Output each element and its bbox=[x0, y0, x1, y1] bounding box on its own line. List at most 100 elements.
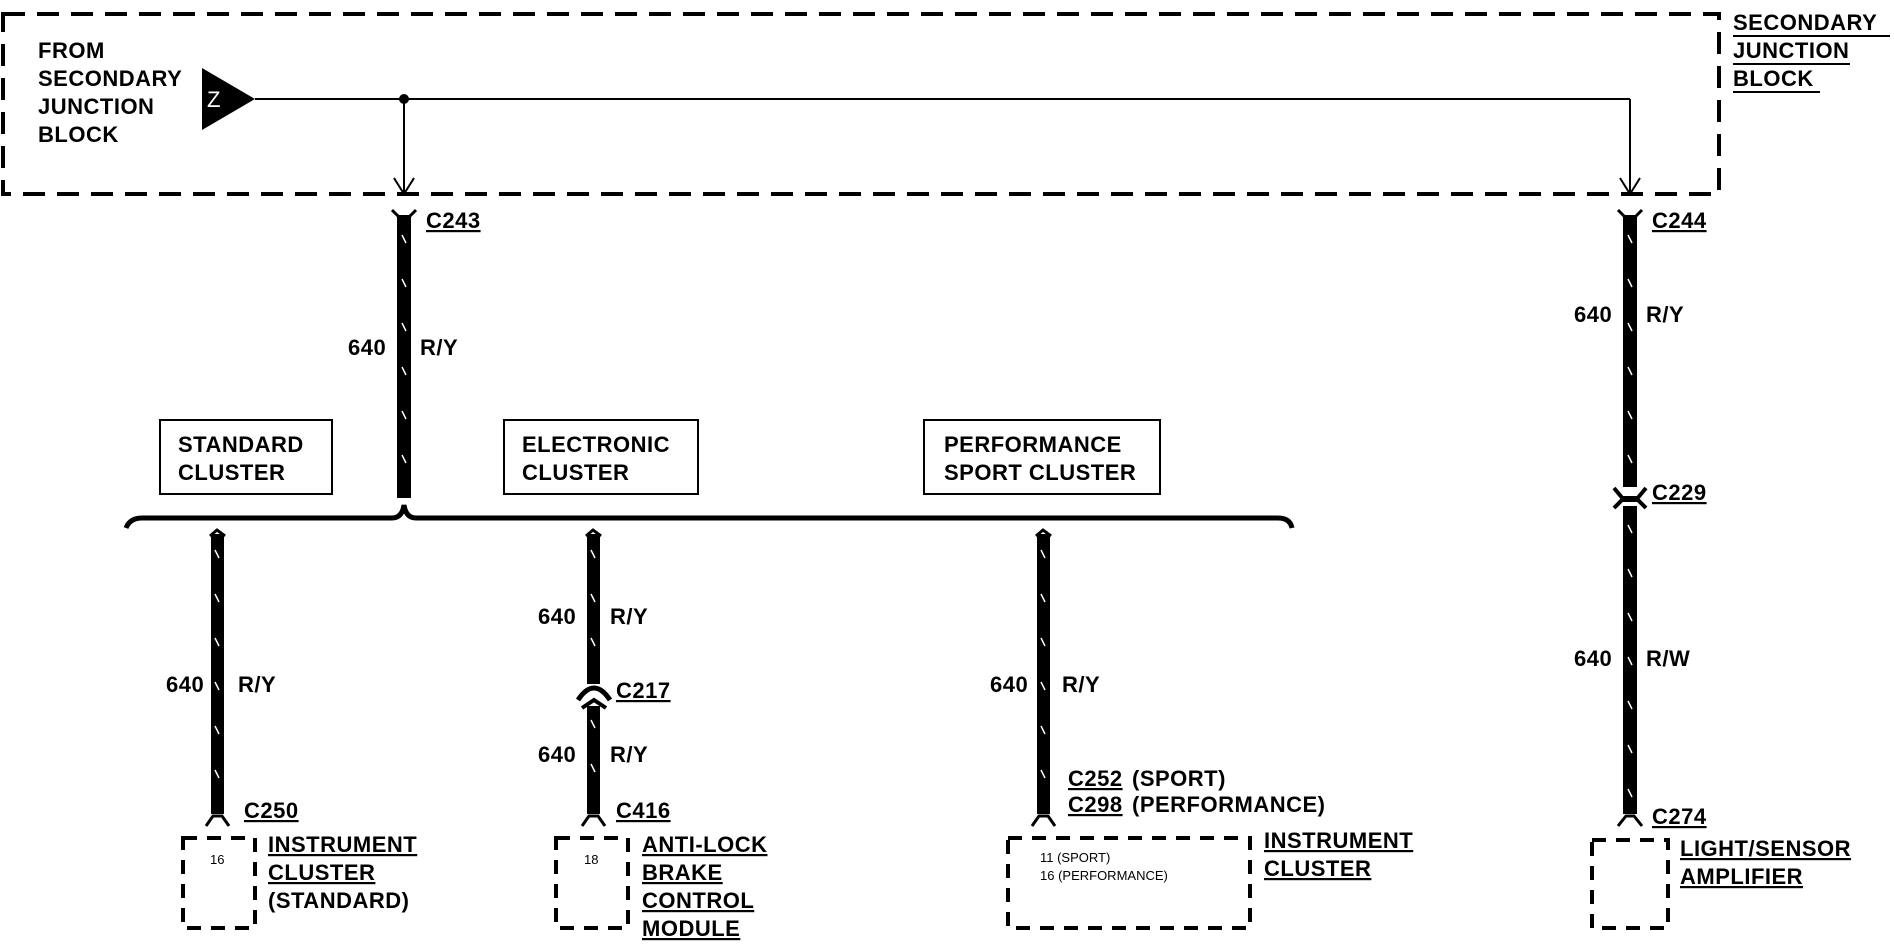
from-label-line-2: SECONDARY bbox=[38, 66, 182, 91]
component-std-name-3: (STANDARD) bbox=[268, 888, 409, 913]
option-box-standard bbox=[159, 419, 333, 495]
wire-main-circuit: 640 bbox=[348, 335, 386, 360]
wire-abs-lower-circuit: 640 bbox=[538, 742, 576, 767]
wire-tick bbox=[1040, 549, 1046, 559]
connector-c252-note: (SPORT) bbox=[1132, 766, 1226, 791]
wire-tick bbox=[1040, 769, 1046, 779]
component-perf-pin-2: 16 (PERFORMANCE) bbox=[1040, 868, 1168, 883]
component-std-name-2: CLUSTER bbox=[268, 860, 375, 885]
wire-tick bbox=[1627, 612, 1633, 622]
component-std-pin: 16 bbox=[210, 852, 224, 867]
wire-tick bbox=[214, 593, 220, 603]
connector-c274-label: C274 bbox=[1652, 804, 1707, 829]
wire-tick bbox=[401, 234, 407, 244]
wire-perf bbox=[1037, 534, 1050, 814]
wire-main bbox=[397, 215, 411, 498]
component-light-name-2: AMPLIFIER bbox=[1680, 864, 1803, 889]
wire-tick bbox=[214, 725, 220, 735]
wire-tick bbox=[1040, 593, 1046, 603]
component-box-performance bbox=[1006, 836, 1252, 930]
connector-c416-fork bbox=[580, 814, 607, 827]
wire-tick bbox=[401, 278, 407, 288]
connector-c217 bbox=[575, 685, 613, 702]
wire-tick bbox=[1627, 454, 1633, 464]
terminal-z-letter: Z bbox=[207, 87, 220, 112]
component-box-light-sensor bbox=[1590, 838, 1670, 930]
wire-std-circuit: 640 bbox=[166, 672, 204, 697]
option-performance-line-1: PERFORMANCE bbox=[944, 432, 1122, 457]
arrow-c244 bbox=[1619, 177, 1641, 196]
component-box-abs bbox=[554, 836, 630, 930]
right-label-line-3: BLOCK bbox=[1733, 66, 1814, 91]
component-abs-name-1: ANTI-LOCK bbox=[642, 832, 767, 857]
component-abs-name-4: MODULE bbox=[642, 916, 740, 941]
wire-tick bbox=[214, 637, 220, 647]
connector-c243-label: C243 bbox=[426, 208, 481, 233]
wire-tick bbox=[1040, 725, 1046, 735]
component-perf-name-1: INSTRUMENT bbox=[1264, 828, 1413, 853]
wire-tick bbox=[1040, 681, 1046, 691]
wire-tick bbox=[1627, 700, 1633, 710]
wire-tick bbox=[401, 322, 407, 332]
wire-right-lower-circuit: 640 bbox=[1574, 646, 1612, 671]
terminal-z-triangle bbox=[202, 68, 255, 130]
connector-c229-label: C229 bbox=[1652, 480, 1707, 505]
connector-c252-label: C252 bbox=[1068, 766, 1123, 791]
wire-tick bbox=[590, 593, 596, 603]
component-std-name-1: INSTRUMENT bbox=[268, 832, 417, 857]
wire-right-upper-color: R/Y bbox=[1646, 302, 1684, 327]
component-abs-name-2: BRAKE bbox=[642, 860, 723, 885]
component-abs-name-3: CONTROL bbox=[642, 888, 754, 913]
wire-abs-lower-color: R/Y bbox=[610, 742, 648, 767]
from-label-line-4: BLOCK bbox=[38, 122, 119, 147]
wire-right-upper-circuit: 640 bbox=[1574, 302, 1612, 327]
connector-c217-lower bbox=[580, 697, 608, 710]
wire-perf-color: R/Y bbox=[1062, 672, 1100, 697]
from-label-line-3: JUNCTION bbox=[38, 94, 154, 119]
option-bus-bracket bbox=[123, 504, 1295, 530]
wire-right-lower-color: R/W bbox=[1646, 646, 1690, 671]
wire-tick bbox=[401, 410, 407, 420]
option-standard-line-2: CLUSTER bbox=[178, 460, 285, 485]
wire-tick bbox=[590, 763, 596, 773]
component-abs-pin: 18 bbox=[584, 852, 598, 867]
connector-c274-fork bbox=[1616, 814, 1644, 827]
wire-tick bbox=[1627, 366, 1633, 376]
option-electronic-line-1: ELECTRONIC bbox=[522, 432, 670, 457]
arrow-c243 bbox=[393, 177, 415, 196]
option-standard-line-1: STANDARD bbox=[178, 432, 304, 457]
wire-abs-upper bbox=[587, 534, 600, 684]
wire-abs-upper-color: R/Y bbox=[610, 604, 648, 629]
connector-c250-label: C250 bbox=[244, 798, 299, 823]
component-perf-pin-1: 11 (SPORT) bbox=[1040, 850, 1110, 865]
wire-tick bbox=[1627, 278, 1633, 288]
wire-tick-marks bbox=[214, 234, 1633, 798]
connector-c252-fork bbox=[1030, 814, 1057, 827]
connector-c298-note: (PERFORMANCE) bbox=[1132, 792, 1326, 817]
wire-tick bbox=[1627, 410, 1633, 420]
wire-tick bbox=[214, 681, 220, 691]
connector-c416-label: C416 bbox=[616, 798, 671, 823]
wire-tick bbox=[1627, 788, 1633, 798]
connector-c229 bbox=[1612, 486, 1648, 510]
wire-main-color: R/Y bbox=[420, 335, 458, 360]
wire-tick bbox=[214, 549, 220, 559]
wire-tick bbox=[590, 637, 596, 647]
option-box-electronic bbox=[503, 419, 699, 495]
wire-std-color: R/Y bbox=[238, 672, 276, 697]
wire-tick bbox=[1627, 568, 1633, 578]
wire-abs-lower bbox=[587, 706, 600, 814]
option-performance-line-2: SPORT CLUSTER bbox=[944, 460, 1136, 485]
wire-tick bbox=[590, 719, 596, 729]
wire-tick bbox=[1627, 234, 1633, 244]
connector-c217-label: C217 bbox=[616, 678, 671, 703]
wire-tick bbox=[401, 454, 407, 464]
connector-c250-fork bbox=[204, 814, 231, 827]
wire-tick bbox=[590, 549, 596, 559]
connector-c298-label: C298 bbox=[1068, 792, 1123, 817]
right-label-line-1: SECONDARY bbox=[1733, 10, 1877, 35]
wire-tick bbox=[401, 366, 407, 376]
connector-c244-label: C244 bbox=[1652, 208, 1707, 233]
wire-tick bbox=[1627, 524, 1633, 534]
